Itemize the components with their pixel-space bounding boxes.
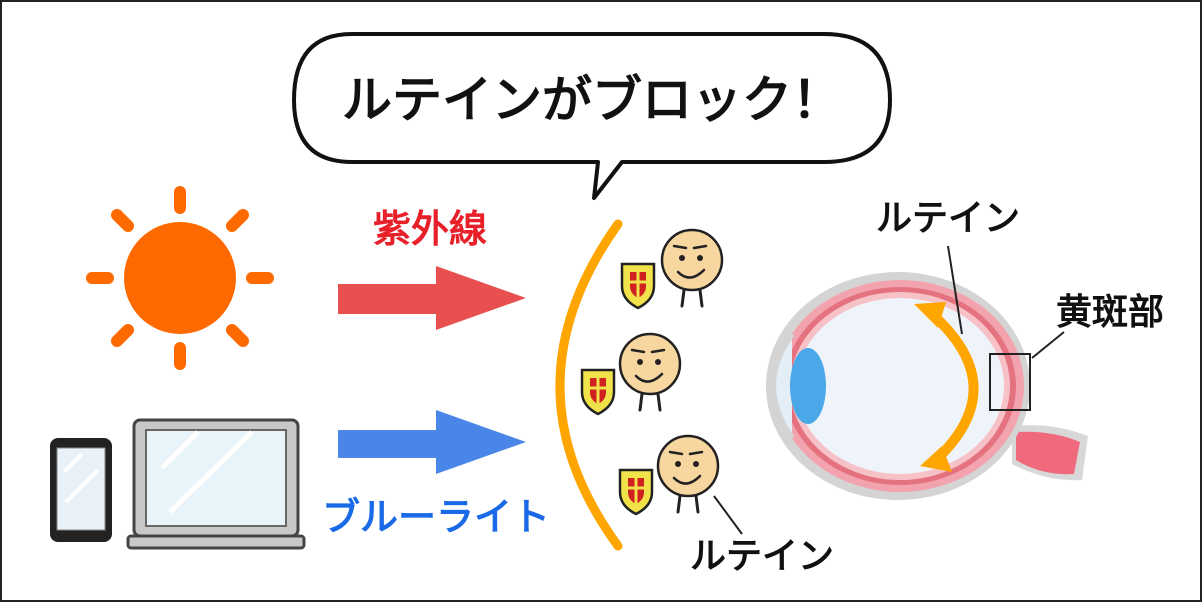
eyeball-icon — [766, 272, 1088, 500]
macula-box — [989, 353, 1031, 411]
macula-leader — [1031, 331, 1065, 359]
sun-icon — [86, 186, 274, 370]
blue-light-arrow — [338, 410, 526, 474]
shield-icon — [618, 468, 654, 516]
smartphone-icon — [50, 438, 112, 542]
lutein-barrier-arc — [555, 219, 623, 551]
uv-label: 紫外線 — [373, 207, 487, 251]
shield-icon — [580, 368, 616, 416]
lutein-character-2 — [580, 332, 682, 416]
eye-lens — [790, 348, 826, 424]
laptop-icon — [126, 418, 306, 550]
speech-bubble: ルテインがブロック！ — [292, 32, 892, 200]
lutein-characters-label: ルテイン — [690, 536, 834, 577]
lutein-eye-arrow — [914, 302, 979, 472]
lutein-character-3 — [618, 434, 720, 516]
blue-light-label: ブルーライト — [322, 495, 550, 539]
lutein-characters-leader — [713, 495, 743, 535]
uv-arrow — [338, 266, 526, 330]
lutein-eye-leader — [947, 245, 963, 335]
lutein-eye-label: ルテイン — [876, 198, 1020, 239]
speech-bubble-text: ルテインがブロック！ — [342, 71, 842, 129]
shield-icon — [620, 262, 656, 310]
lutein-character-1 — [620, 228, 724, 310]
macula-label: 黄斑部 — [1056, 292, 1164, 333]
